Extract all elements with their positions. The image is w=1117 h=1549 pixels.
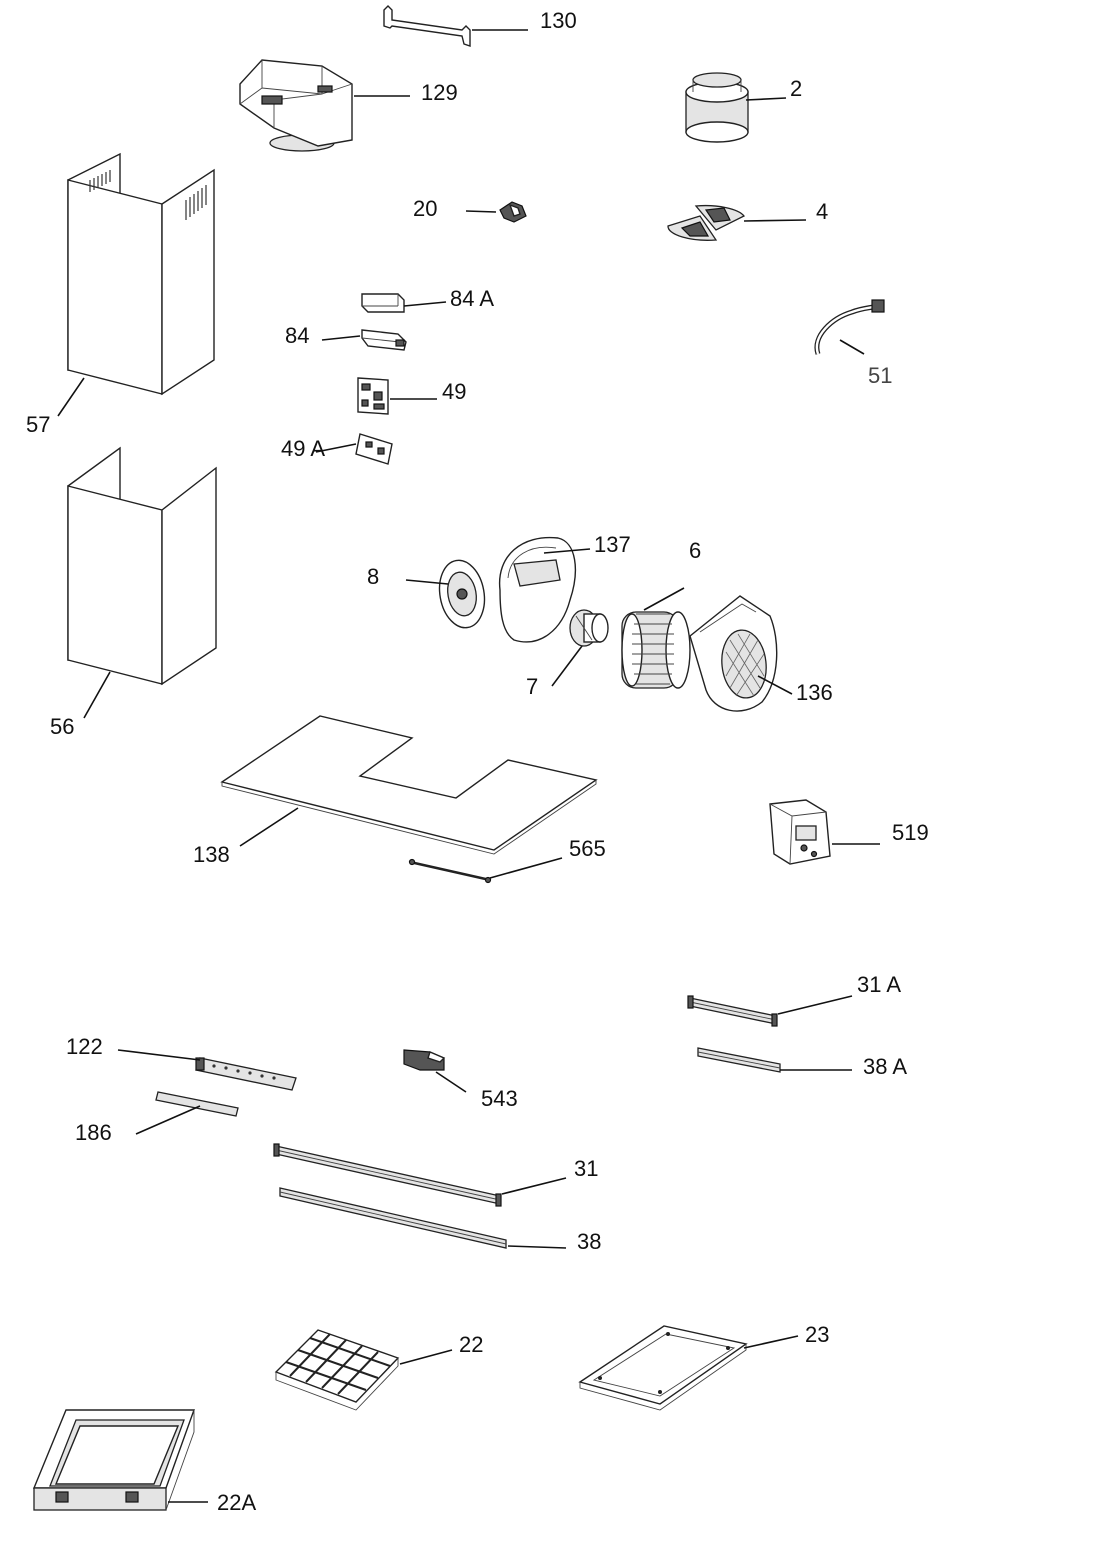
part-543-connector	[403, 1049, 446, 1071]
leader-22	[399, 1349, 453, 1365]
part-129-box	[239, 59, 353, 152]
leader-8	[405, 579, 449, 585]
label-84: 84	[285, 323, 309, 348]
part-49a-board	[355, 433, 393, 465]
leader-122	[117, 1049, 201, 1061]
part-31a-rail	[687, 995, 778, 1027]
part-2-ring	[685, 72, 749, 143]
label-20: 20	[413, 196, 437, 221]
leader-38	[507, 1245, 567, 1249]
part-56-chimney-lower	[67, 446, 217, 686]
label-7: 7	[526, 674, 538, 699]
label-8: 8	[367, 564, 379, 589]
part-84a-ballast	[361, 293, 405, 313]
label-22: 22	[459, 1332, 483, 1357]
leader-137	[543, 548, 591, 554]
part-20-plug	[499, 201, 527, 223]
part-51-cable	[814, 299, 885, 355]
part-22a-frame	[32, 1409, 195, 1511]
leader-20	[465, 210, 497, 213]
part-22-filter	[274, 1329, 400, 1411]
label-38: 38	[577, 1229, 601, 1254]
leader-2	[745, 97, 787, 101]
label-543: 543	[481, 1086, 518, 1111]
label-130: 130	[540, 8, 577, 33]
label-138: 138	[193, 842, 230, 867]
leader-543	[435, 1071, 467, 1093]
leader-31	[501, 1177, 567, 1195]
part-122-lightbar	[195, 1057, 297, 1091]
part-138-sheet	[220, 715, 598, 855]
label-122: 122	[66, 1034, 103, 1059]
leader-138	[239, 807, 299, 847]
label-129: 129	[421, 80, 458, 105]
leader-4	[743, 219, 807, 222]
part-519-bag	[769, 799, 831, 865]
leader-23	[743, 1335, 799, 1349]
label-565: 565	[569, 836, 606, 861]
part-4-grille	[667, 204, 745, 241]
part-38a-rail	[697, 1047, 781, 1073]
label-22a: 22A	[217, 1490, 256, 1515]
label-84a: 84 A	[450, 286, 494, 311]
part-23-panel	[578, 1325, 748, 1411]
label-31: 31	[574, 1156, 598, 1181]
label-519: 519	[892, 820, 929, 845]
part-31-rail	[273, 1143, 502, 1207]
part-186-strip	[155, 1091, 239, 1117]
part-136-housing	[689, 595, 778, 712]
part-7-motor	[569, 609, 609, 647]
leader-84a	[403, 301, 447, 307]
part-38-rail	[279, 1187, 507, 1249]
leader-6	[643, 587, 685, 611]
label-4: 4	[816, 199, 828, 224]
part-130-bracket	[383, 5, 471, 47]
label-6: 6	[689, 538, 701, 563]
leader-136	[757, 675, 793, 695]
label-31a: 31 A	[857, 972, 901, 997]
part-57-chimney-upper	[67, 152, 215, 396]
leader-7	[551, 645, 583, 687]
part-8-plate	[438, 559, 486, 629]
part-137-housing	[498, 536, 577, 643]
leader-186	[135, 1105, 201, 1135]
leader-84	[321, 335, 361, 341]
leader-56	[83, 671, 111, 719]
label-2: 2	[790, 76, 802, 101]
leader-565	[489, 857, 563, 879]
label-23: 23	[805, 1322, 829, 1347]
leader-51	[839, 339, 865, 355]
leader-31a	[777, 995, 853, 1015]
part-6-fan-wheel	[621, 611, 691, 689]
label-137: 137	[594, 532, 631, 557]
label-186: 186	[75, 1120, 112, 1145]
part-49-board	[357, 377, 389, 415]
part-565-rod	[408, 858, 492, 884]
label-49a: 49 A	[281, 436, 325, 461]
label-38a: 38 A	[863, 1054, 907, 1079]
leader-49a	[315, 443, 357, 453]
label-57: 57	[26, 412, 50, 437]
label-136: 136	[796, 680, 833, 705]
part-84-ballast	[361, 329, 407, 351]
leader-57	[57, 377, 85, 417]
label-56: 56	[50, 714, 74, 739]
label-49: 49	[442, 379, 466, 404]
label-51: 51	[868, 363, 892, 388]
